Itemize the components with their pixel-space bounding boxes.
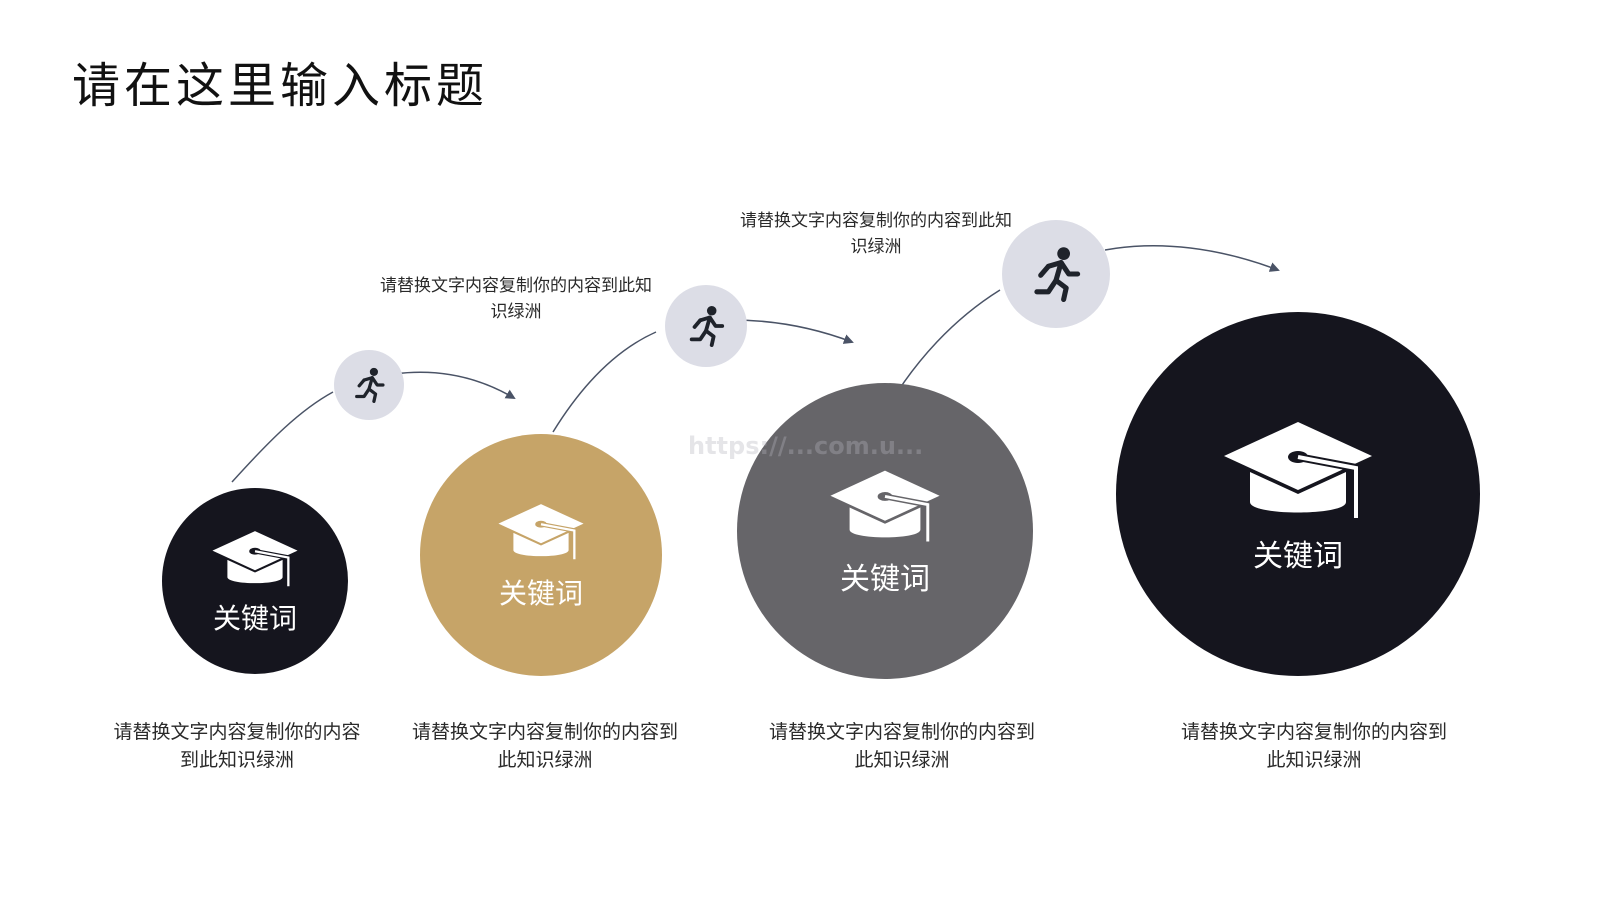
keyword-label-1: 关键词 [212,602,297,636]
keyword-label-2: 关键词 [498,577,583,611]
runner-badge-1 [334,350,404,420]
runner-badge-2 [665,285,747,367]
step-description-2: 请替换文字内容复制你的内容到此知识绿洲 [411,721,678,771]
page-title: 请在这里输入标题 [72,58,489,114]
connector-curve-1 [231,391,334,483]
connector-note-1: 请替换文字内容复制你的内容到此知识绿洲 [380,276,652,322]
running-person-icon [689,305,725,347]
graduation-cap-icon [212,531,298,587]
keyword-circle-4: 关键词 [1116,312,1480,676]
keyword-label-3: 关键词 [840,562,930,597]
keyword-circle-2: 关键词 [420,434,662,676]
step-description-3: 请替换文字内容复制你的内容到此知识绿洲 [768,721,1035,771]
runner-badge-3 [1002,220,1110,328]
step-description-1: 请替换文字内容复制你的内容到此知识绿洲 [113,721,361,771]
graduation-cap-icon [498,504,584,560]
connector-note-2: 请替换文字内容复制你的内容到此知识绿洲 [740,211,1012,257]
graduation-cap-icon [830,470,940,542]
keyword-label-4: 关键词 [1253,539,1343,574]
running-person-icon [1034,247,1081,302]
step-description-4: 请替换文字内容复制你的内容到此知识绿洲 [1180,721,1447,771]
graduation-cap-icon [1224,422,1372,518]
connector-arrow-3 [1104,244,1280,272]
running-person-icon [355,367,385,403]
keyword-circle-3: 关键词 [737,383,1033,679]
connector-arrow-1 [393,371,516,400]
connector-arrow-2 [731,319,854,344]
keyword-circle-1: 关键词 [162,488,348,674]
connector-curve-2 [552,331,657,433]
watermark-text: https://...com.u... [688,432,924,460]
